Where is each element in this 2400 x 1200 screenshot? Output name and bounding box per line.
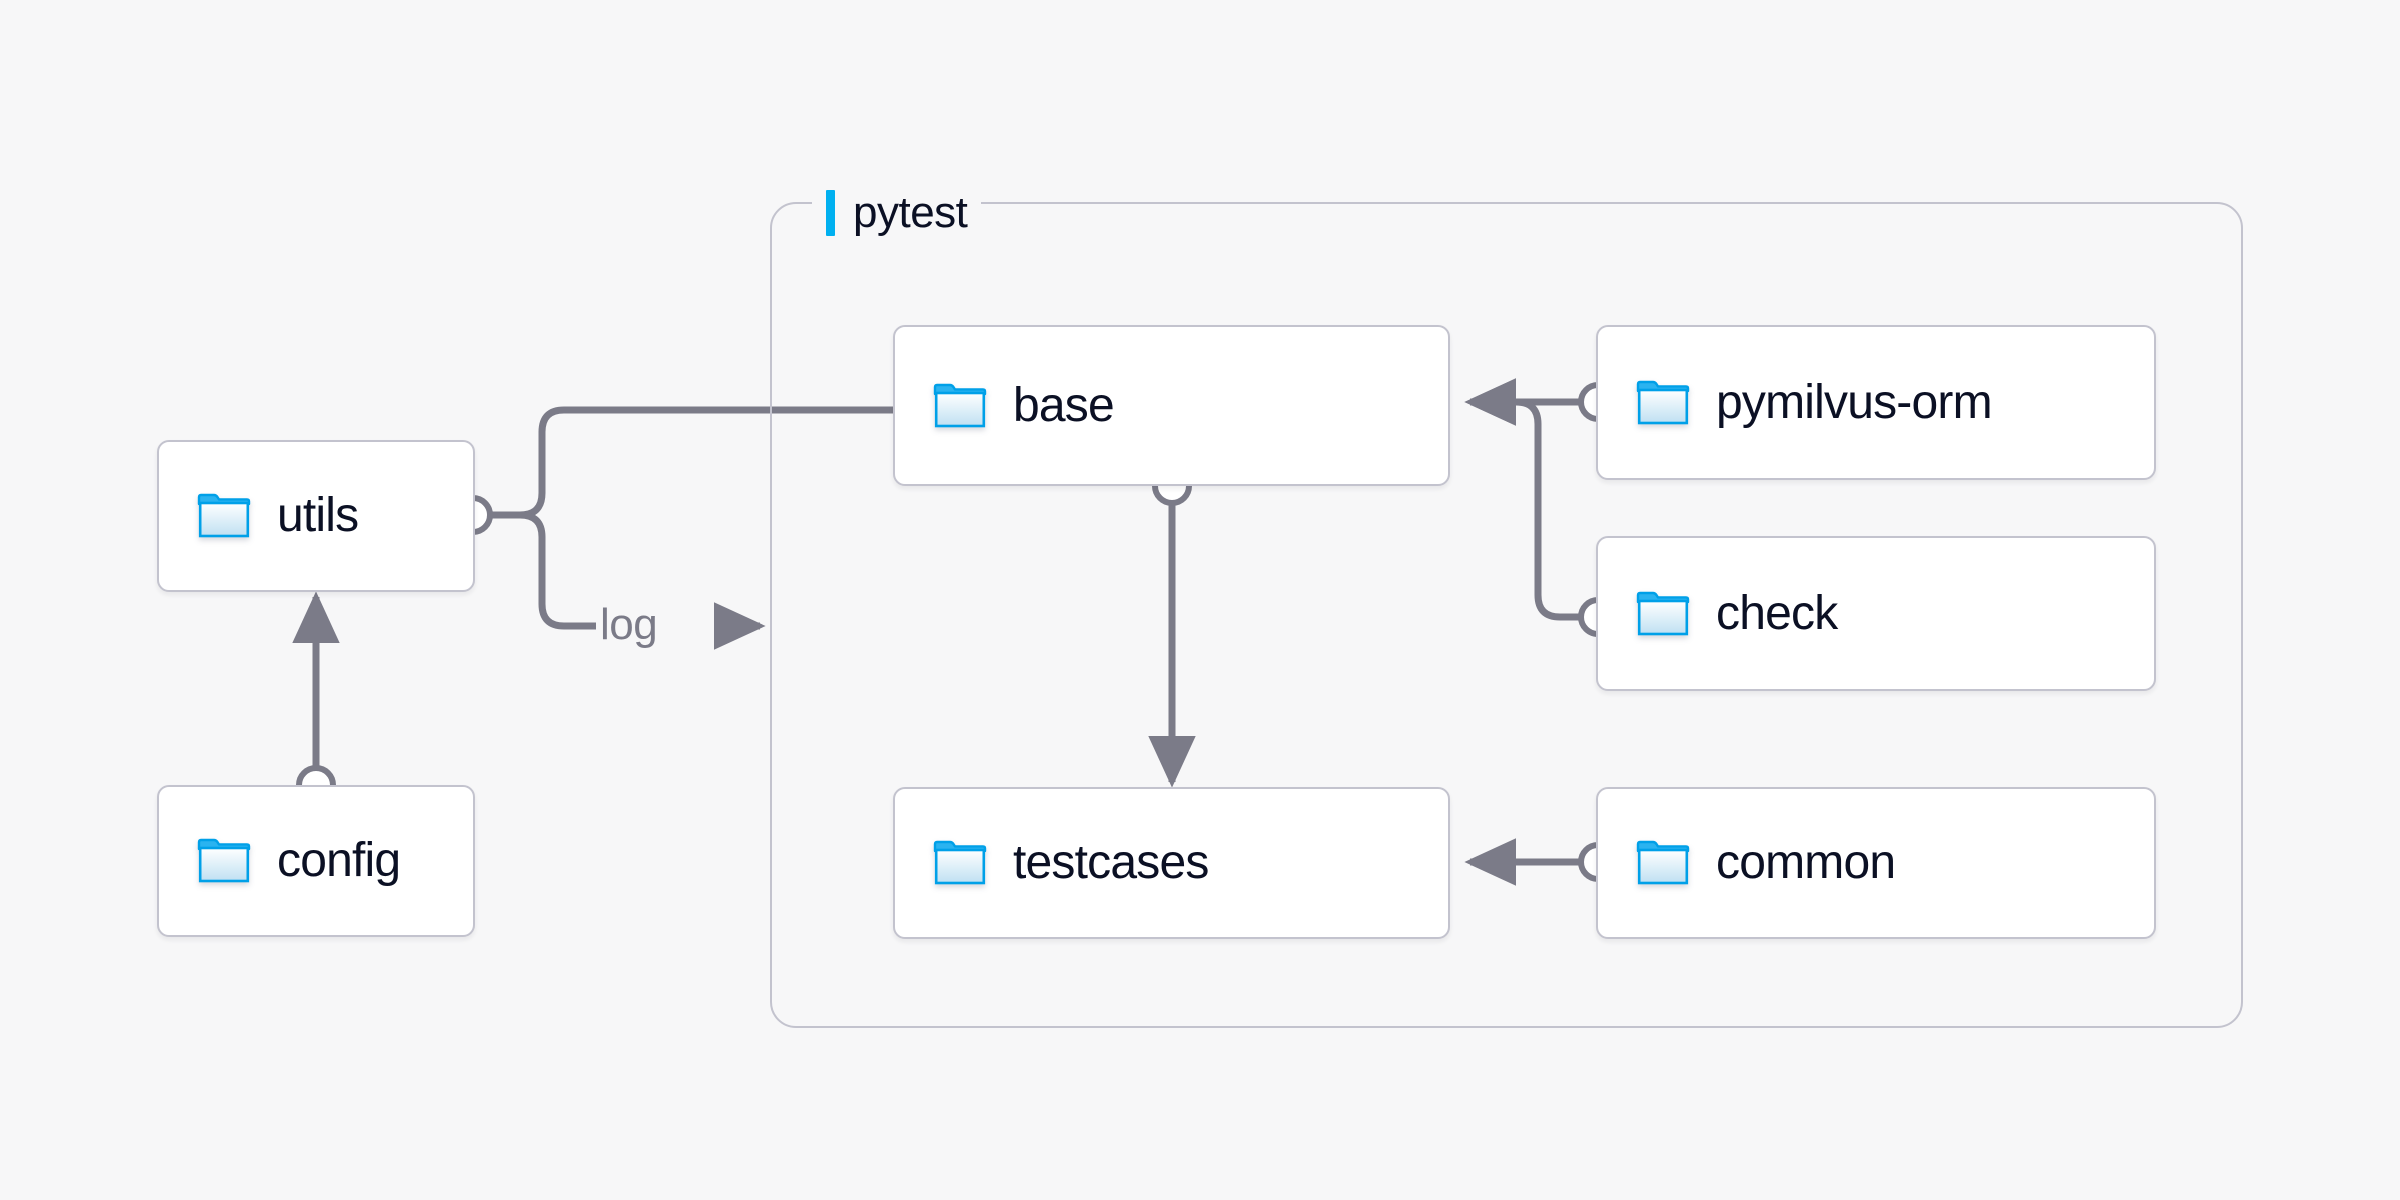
node-base-label: base xyxy=(1013,378,1115,432)
node-base[interactable]: base xyxy=(893,325,1450,486)
folder-icon xyxy=(1636,591,1690,637)
node-testcases-label: testcases xyxy=(1013,836,1209,889)
folder-icon xyxy=(197,493,251,539)
node-testcases-content: testcases xyxy=(895,839,1209,887)
group-container-pytest xyxy=(770,202,2243,1028)
folder-icon xyxy=(197,838,251,884)
node-config-content: config xyxy=(159,834,401,887)
node-check-content: check xyxy=(1598,586,1838,640)
node-check-label: check xyxy=(1716,586,1838,640)
group-label-pytest: pytest xyxy=(812,186,982,240)
node-common-content: common xyxy=(1598,836,1896,889)
edge-utils-to-log xyxy=(519,511,596,630)
node-base-content: base xyxy=(895,378,1115,432)
folder-icon xyxy=(933,840,987,886)
edge-label-log: log xyxy=(600,600,671,650)
node-config-label: config xyxy=(277,834,401,887)
node-common-label: common xyxy=(1716,836,1896,889)
node-common[interactable]: common xyxy=(1596,787,2156,939)
node-utils-label: utils xyxy=(277,489,359,542)
node-utils-content: utils xyxy=(159,489,359,542)
node-pymilvus-orm-content: pymilvus-orm xyxy=(1598,375,1993,429)
node-pymilvus-orm[interactable]: pymilvus-orm xyxy=(1596,325,2156,480)
folder-icon xyxy=(1636,840,1690,886)
folder-icon xyxy=(1636,380,1690,426)
group-title: pytest xyxy=(853,188,968,237)
node-testcases[interactable]: testcases xyxy=(893,787,1450,939)
edge-label-log-text: log xyxy=(600,600,658,649)
node-check[interactable]: check xyxy=(1596,536,2156,691)
node-utils[interactable]: utils xyxy=(157,440,475,592)
vertical-accent-bar-icon xyxy=(826,190,835,236)
node-config[interactable]: config xyxy=(157,785,475,937)
folder-icon xyxy=(933,383,987,429)
node-pymilvus-orm-label: pymilvus-orm xyxy=(1716,375,1993,429)
